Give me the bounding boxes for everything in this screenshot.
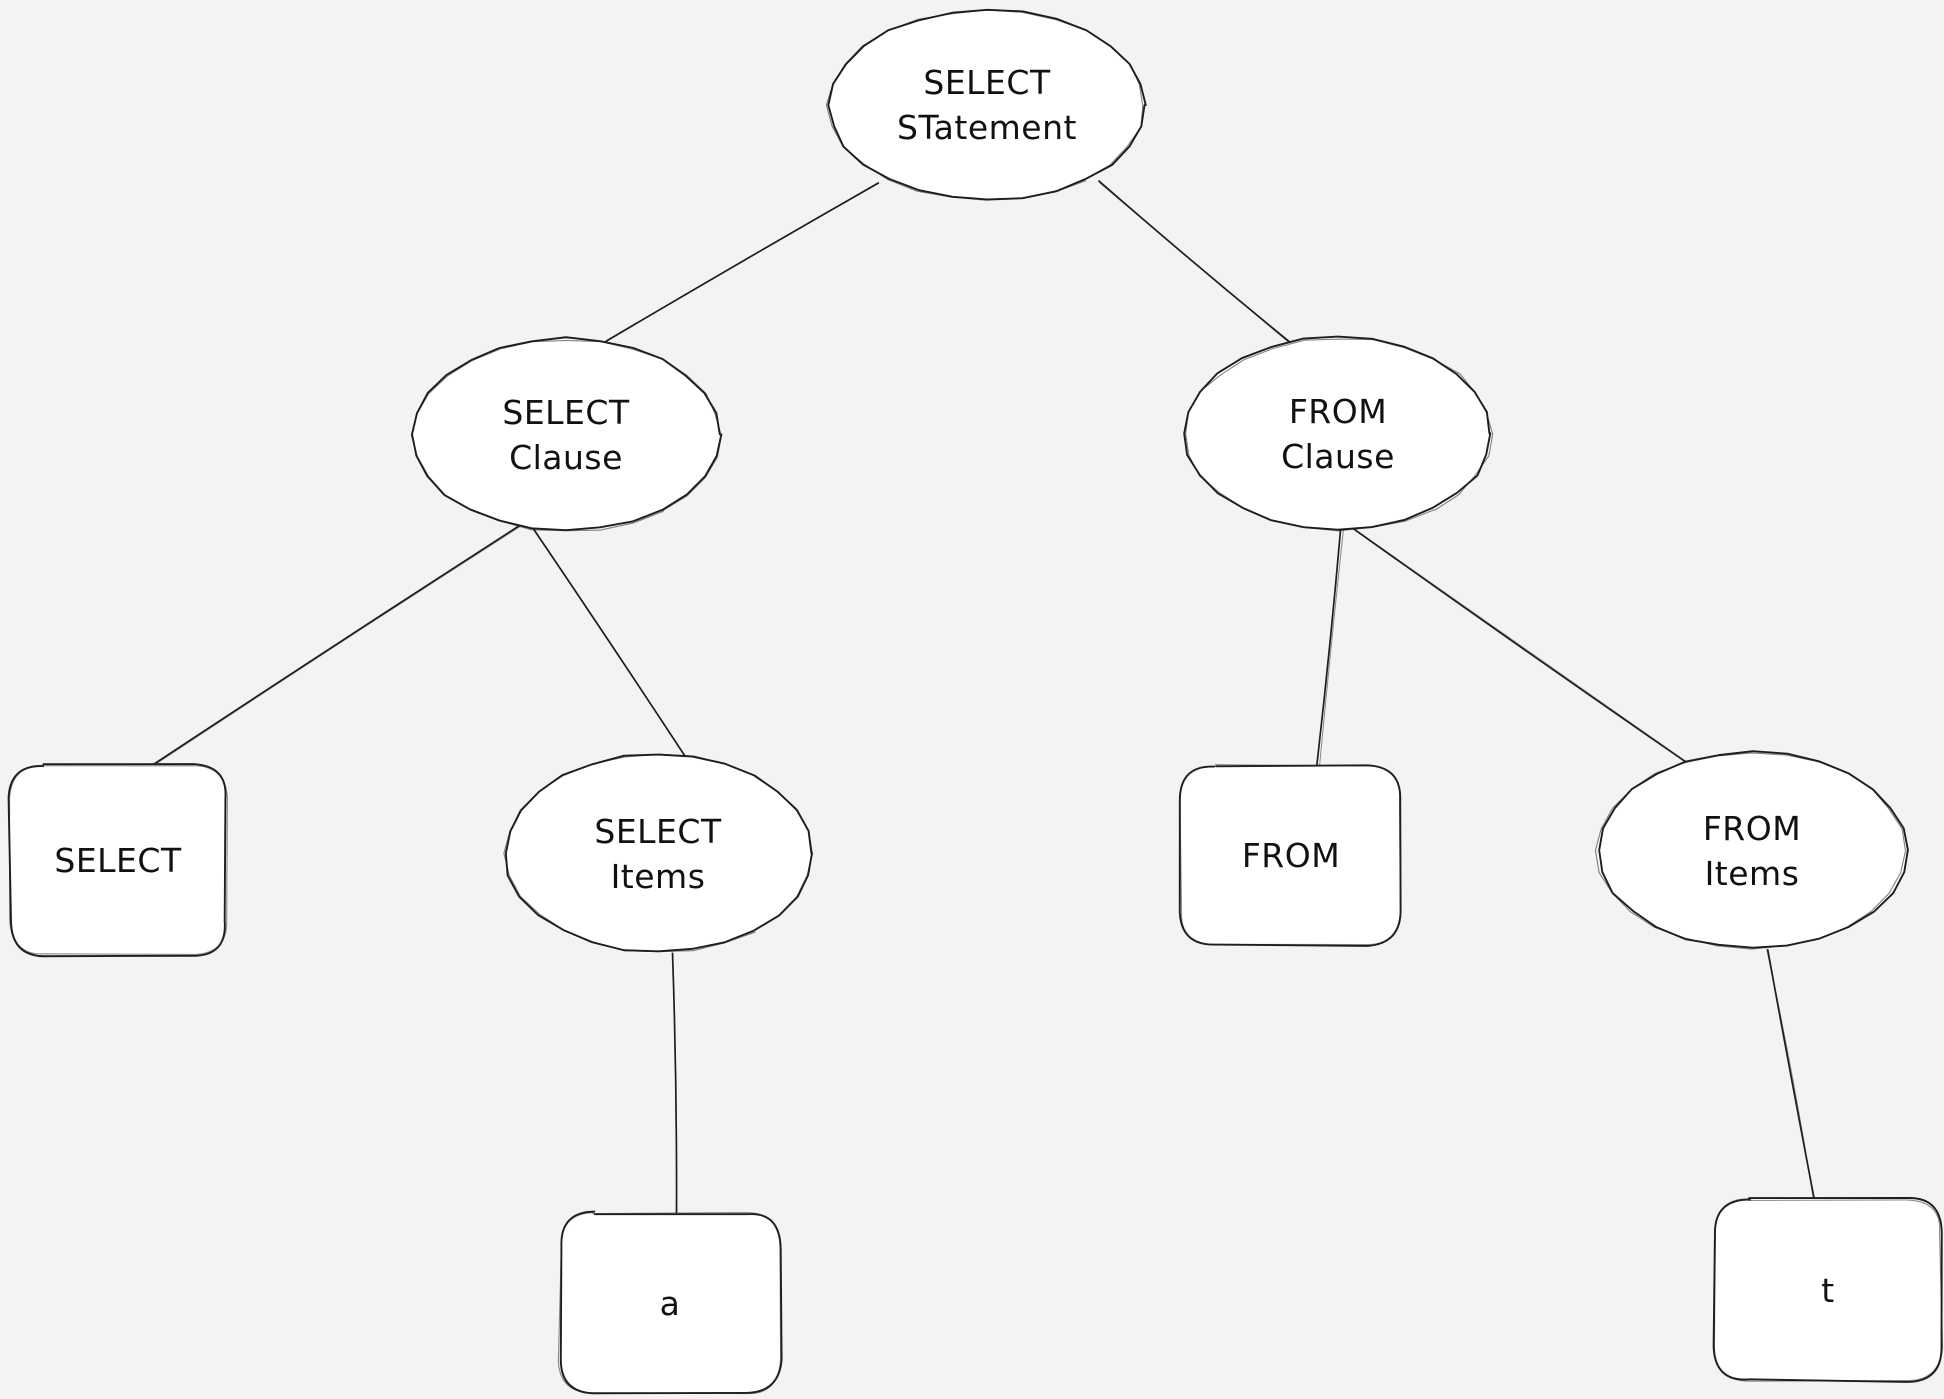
node-outline — [1594, 752, 1907, 950]
node-fill — [1181, 765, 1401, 945]
node-select-items[interactable] — [503, 753, 813, 953]
edge-stroke — [1098, 182, 1292, 346]
edge-stroke — [672, 951, 678, 1213]
node-outline — [503, 753, 813, 953]
edge-from-clause-to-from-items — [1350, 526, 1702, 773]
edge-stroke — [1098, 180, 1292, 344]
node-from-terminal[interactable] — [1178, 764, 1402, 947]
node-outline — [557, 1211, 782, 1395]
node-fill — [829, 10, 1145, 200]
edge-stroke — [1766, 949, 1815, 1203]
node-outline — [1183, 335, 1492, 531]
node-outline — [825, 9, 1144, 201]
edge-stroke — [1350, 526, 1701, 773]
edge-select-statement-to-select-clause — [605, 181, 880, 343]
node-fill — [412, 339, 720, 531]
node-outline — [827, 8, 1147, 201]
node-outline — [410, 339, 722, 532]
edge-stroke — [606, 181, 880, 341]
node-outline — [1185, 338, 1494, 532]
edge-stroke — [1318, 529, 1344, 769]
edge-select-items-to-identifier-a — [671, 951, 678, 1214]
edge-from-items-to-identifier-t — [1766, 949, 1816, 1203]
node-select-terminal[interactable] — [7, 763, 228, 958]
node-outline — [1713, 1198, 1944, 1382]
node-fill — [1185, 338, 1491, 530]
node-select-statement[interactable] — [825, 8, 1147, 201]
node-fill — [1598, 753, 1906, 949]
edge-stroke — [144, 524, 523, 772]
node-from-clause[interactable] — [1183, 335, 1494, 532]
edge-from-clause-to-from-terminal — [1315, 528, 1344, 769]
node-fill — [1715, 1199, 1941, 1381]
edge-stroke — [144, 522, 524, 771]
edge-select-clause-to-select-items — [531, 526, 692, 766]
node-fill — [560, 1213, 780, 1393]
edge-stroke — [1352, 527, 1702, 773]
node-identifier-t[interactable] — [1712, 1197, 1944, 1383]
node-select-clause[interactable] — [410, 336, 723, 532]
node-from-items[interactable] — [1594, 750, 1909, 950]
edge-select-statement-to-from-clause — [1098, 180, 1292, 346]
node-identifier-a[interactable] — [557, 1210, 783, 1395]
node-outline — [9, 764, 228, 956]
node-fill — [505, 755, 811, 953]
node-outline — [1179, 764, 1401, 946]
edge-stroke — [532, 527, 692, 766]
edge-stroke — [1315, 528, 1342, 769]
node-fill — [10, 765, 226, 955]
edge-select-clause-to-select-terminal — [144, 522, 524, 772]
edge-stroke — [605, 182, 880, 343]
